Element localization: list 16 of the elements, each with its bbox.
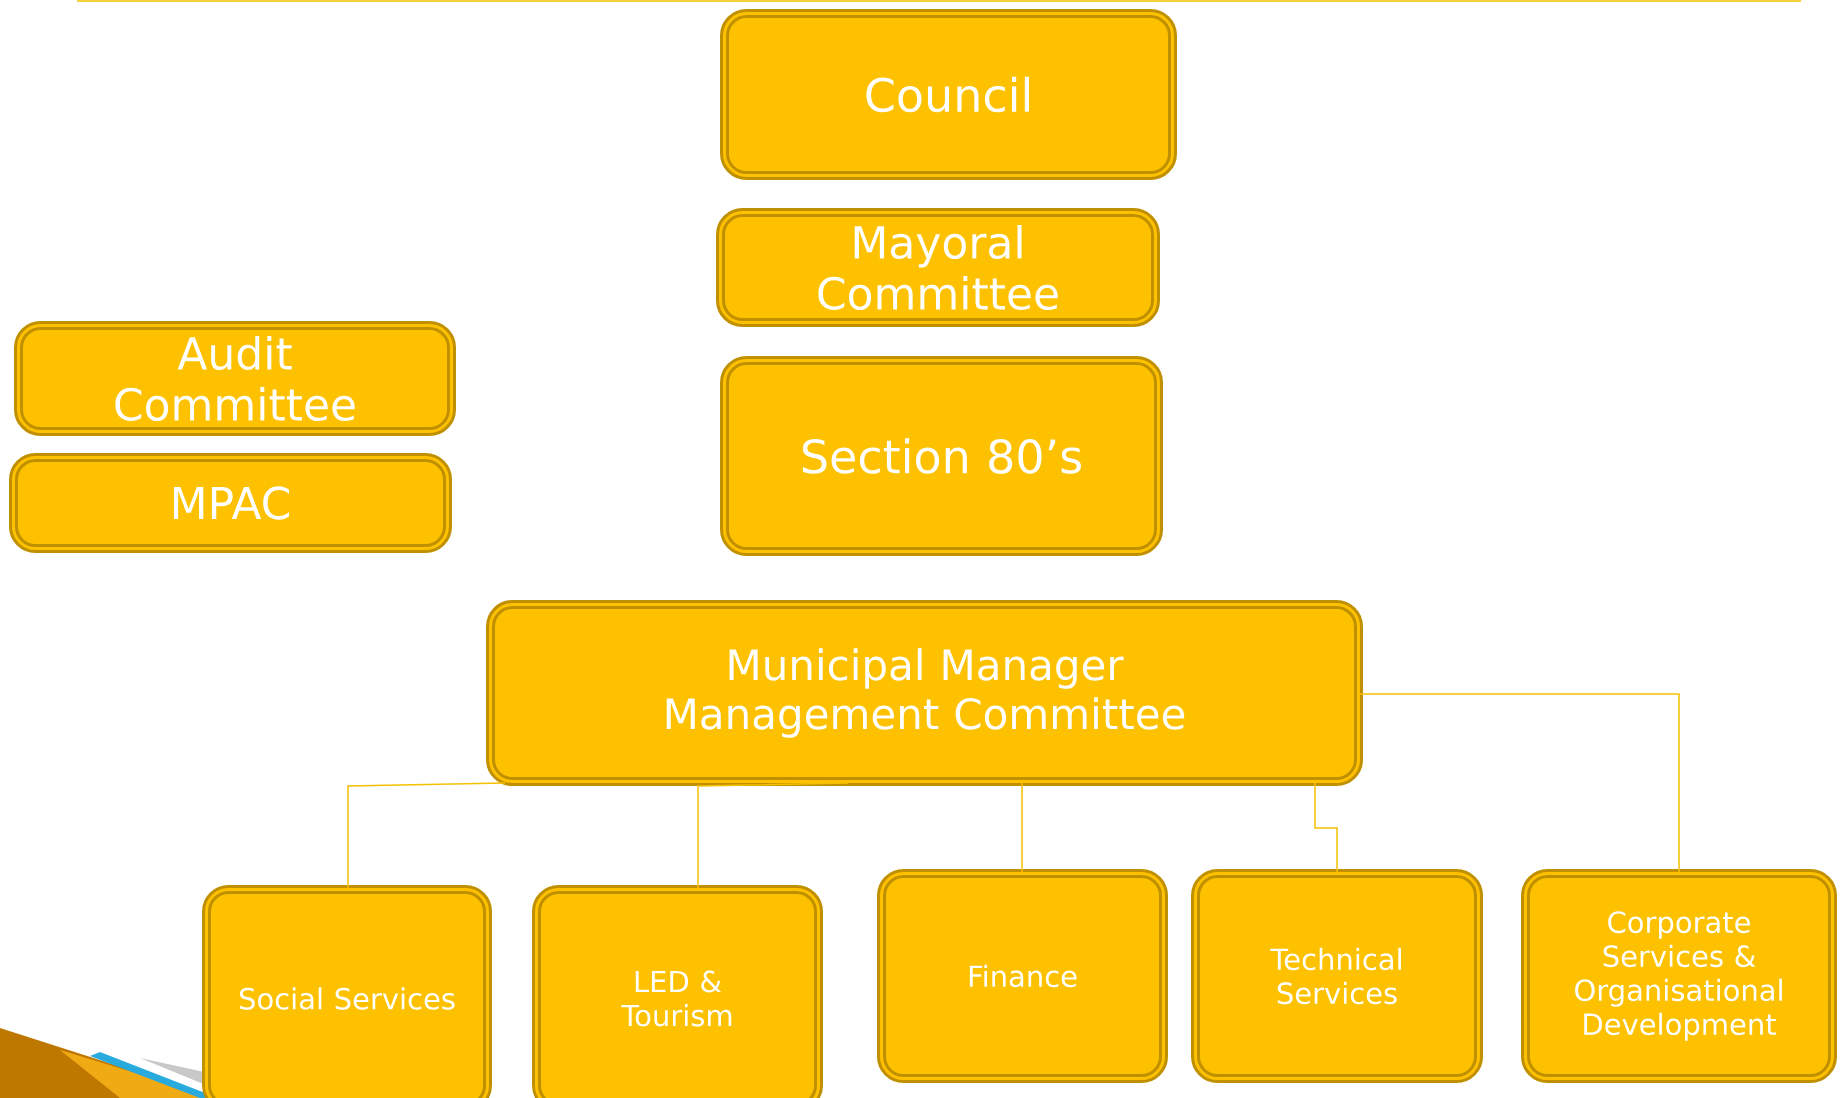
org-box: Finance — [877, 869, 1168, 1083]
org-box: Mayoral Committee — [716, 208, 1160, 327]
connector-line — [1359, 693, 1680, 873]
org-box: Corporate Services & Organisational Development — [1521, 869, 1837, 1083]
connector-line — [1314, 782, 1338, 873]
connector-line — [347, 782, 506, 889]
connector-line — [697, 782, 849, 889]
connector-line — [1021, 782, 1023, 873]
org-box: Technical Services — [1191, 869, 1483, 1083]
org-box: Audit Committee — [14, 321, 456, 436]
org-box: Municipal Manager Management Committee — [486, 600, 1363, 786]
org-box: Social Services — [202, 885, 492, 1098]
org-box: LED & Tourism — [532, 885, 823, 1098]
org-box: Section 80’s — [720, 356, 1163, 556]
org-box: MPAC — [9, 453, 452, 553]
org-box: Council — [720, 9, 1177, 180]
